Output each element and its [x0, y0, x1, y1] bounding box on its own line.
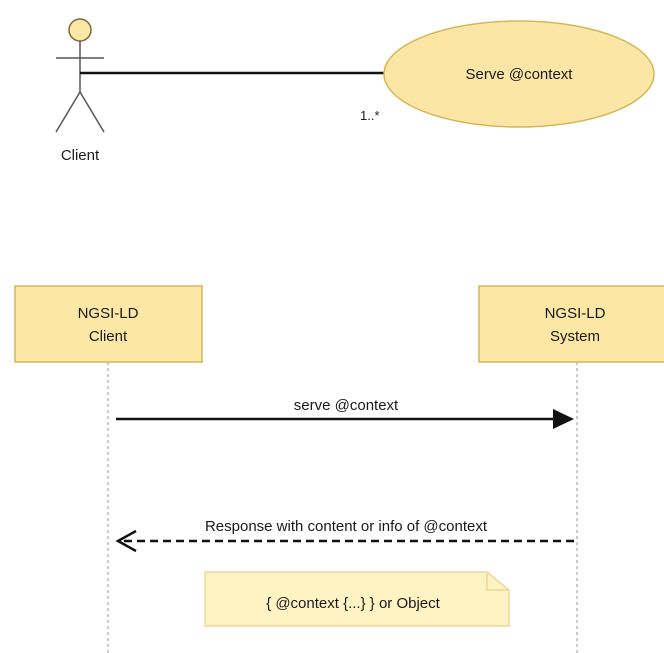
participant-system-line2: System	[550, 328, 600, 345]
participant-client-line2: Client	[89, 328, 128, 345]
participant-client-box	[14, 285, 203, 363]
request-label: serve @context	[294, 397, 399, 414]
actor-client	[55, 18, 105, 133]
actor-right-leg	[79, 91, 105, 133]
actor-head	[68, 18, 92, 42]
participant-client-line1: NGSI-LD	[78, 305, 139, 322]
actor-label: Client	[61, 147, 100, 164]
note-text: { @context {...} } or Object	[266, 595, 440, 612]
response-label: Response with content or info of @contex…	[205, 518, 488, 535]
use-case-label: Serve @context	[466, 66, 574, 83]
actor-left-leg	[55, 91, 81, 133]
response-arrowhead	[115, 529, 137, 553]
participant-system-box	[478, 285, 664, 363]
participant-system-line1: NGSI-LD	[545, 305, 606, 322]
use-case-ellipse	[383, 20, 655, 128]
multiplicity-label: 1..*	[360, 108, 380, 123]
request-arrowhead	[553, 409, 574, 429]
note-box	[204, 571, 510, 627]
note-fold	[486, 572, 509, 591]
